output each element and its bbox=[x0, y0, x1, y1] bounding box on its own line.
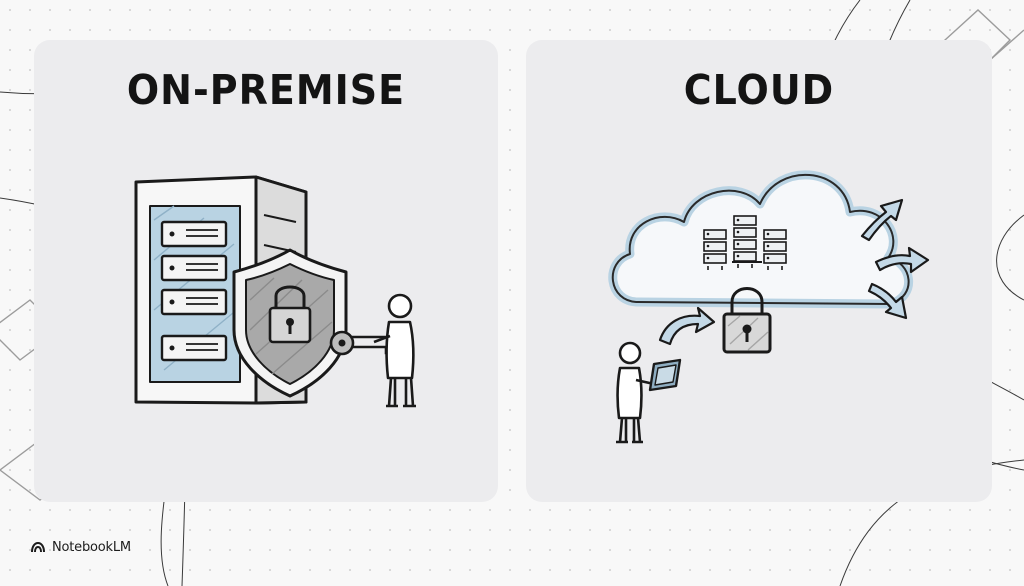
cloud-illustration bbox=[608, 170, 930, 444]
person-with-key-icon bbox=[373, 293, 416, 408]
on-premise-illustration bbox=[134, 175, 416, 408]
cloud-title: CLOUD bbox=[683, 66, 835, 114]
upload-arrow-icon bbox=[658, 306, 716, 346]
on-premise-panel: ON-PREMISE bbox=[34, 40, 498, 502]
brand-name: NotebookLM bbox=[52, 539, 131, 555]
shield-icon bbox=[232, 248, 348, 398]
cloud-panel: CLOUD bbox=[526, 40, 992, 502]
on-premise-title: ON-PREMISE bbox=[126, 66, 406, 114]
tablet-icon bbox=[648, 358, 682, 392]
notebooklm-logo-icon bbox=[31, 541, 45, 553]
notebooklm-watermark: NotebookLM bbox=[30, 537, 131, 557]
padlock-icon bbox=[722, 287, 772, 354]
cloud-icon bbox=[608, 170, 913, 309]
outbound-arrows-icon bbox=[860, 198, 930, 320]
cloud-server-cluster-icon bbox=[703, 215, 787, 270]
person-with-tablet-icon bbox=[616, 341, 655, 444]
